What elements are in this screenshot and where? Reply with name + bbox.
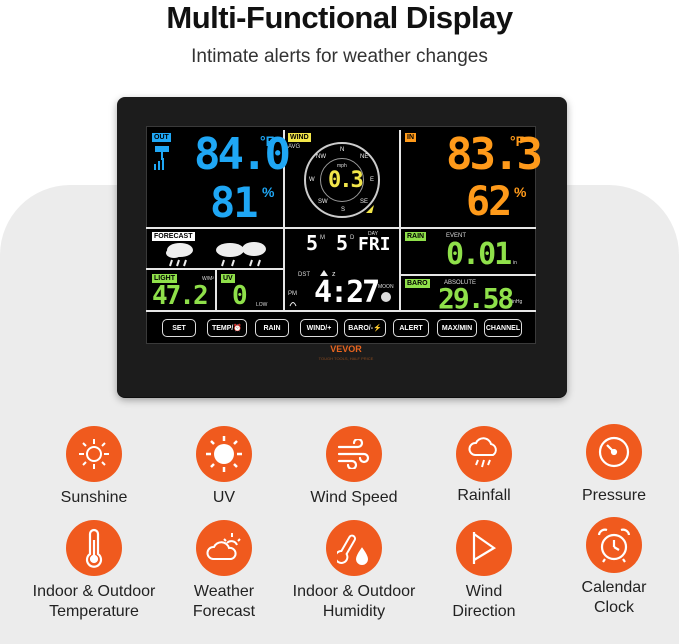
wind-direction-pointer-icon (366, 205, 374, 213)
out-temp-value: 84.0 (194, 129, 291, 180)
alarm-snooze-icon: z (320, 270, 336, 278)
rain-unit: in (513, 260, 517, 266)
channel-button[interactable]: CHANNEL (484, 319, 522, 337)
wind-speed-value: 0.3 (328, 168, 364, 193)
max-min-button[interactable]: MAX/MIN (437, 319, 477, 337)
compass-dir-s: S (341, 207, 346, 213)
in-temp-unit: °F (510, 133, 525, 149)
baro-value: 29.58 (438, 282, 514, 315)
feature-label-wind-speed: Wind Speed (310, 489, 398, 506)
compass-dir-n: N (340, 147, 345, 153)
light-unit: W/M² (202, 276, 214, 282)
rain-label: RAIN (405, 232, 427, 241)
feature-label-uv: UV (212, 489, 236, 506)
date-day-label: D (350, 235, 355, 241)
rain-event-label: EVENT (446, 233, 467, 239)
rain-value: 0.01 (446, 237, 512, 272)
wind-speed-icon (326, 426, 382, 482)
sensor-signal-icon (154, 146, 169, 170)
compass-dir-se: SE (360, 199, 369, 205)
compass-dir-e: E (370, 177, 375, 183)
light-value: 47.2 (152, 281, 209, 311)
lcd-divider-v2 (399, 130, 401, 310)
thermometer-icon (66, 520, 122, 576)
out-humidity-value: 81 (210, 178, 259, 227)
date-weekday-value: FRI (358, 234, 391, 255)
lcd-divider-h3 (400, 274, 536, 276)
wind-compass: N NE E SE S SW W NW mph 0.3 (304, 142, 380, 218)
feature-label-calendar-clock: Calendar Clock (581, 579, 647, 616)
lcd-divider-h4 (146, 310, 536, 312)
light-label: LIGHT (152, 274, 177, 283)
in-humidity-unit: % (514, 184, 527, 200)
baro-minus-button[interactable]: BARO/-⚡ (344, 319, 386, 337)
weather-forecast-icon (196, 520, 252, 576)
date-month-value: 5 (306, 231, 319, 255)
forecast-label: FORECAST (152, 232, 195, 241)
compass-dir-w: W (309, 177, 315, 183)
feature-label-pressure: Pressure (581, 487, 647, 504)
brand-tagline: TOUGH TOOLS, HALF PRICE (318, 356, 374, 361)
brand-logo: VEVOR (330, 344, 362, 354)
clock-time-value: 4:27 (314, 275, 380, 310)
sunshine-icon (66, 426, 122, 482)
feature-label-humidity: Indoor & Outdoor Humidity (292, 583, 416, 620)
alarm-clock-icon (586, 517, 642, 573)
date-weekday-label: DAY (368, 231, 378, 237)
uv-level: LOW (256, 302, 268, 308)
clock-dst-label: DST (298, 272, 310, 278)
uv-value: 0 (232, 281, 248, 311)
compass-dir-ne: NE (360, 154, 369, 160)
lcd-divider-v3 (215, 269, 217, 311)
in-label: IN (405, 133, 416, 142)
feature-label-wind-direction: Wind Direction (452, 583, 516, 620)
date-day-value: 5 (336, 231, 349, 255)
rain-button[interactable]: RAIN (255, 319, 289, 337)
alert-button[interactable]: ALERT (393, 319, 429, 337)
date-month-label: M (320, 235, 325, 241)
baro-unit: inHg (512, 299, 523, 305)
out-label: OUT (152, 133, 171, 142)
wind-plus-button[interactable]: WIND/+ (300, 319, 338, 337)
compass-dir-sw: SW (318, 199, 328, 205)
uv-label: UV (221, 274, 235, 283)
in-temp-value: 83.3 (446, 129, 543, 180)
in-humidity-value: 62 (466, 179, 512, 225)
rainfall-icon (456, 426, 512, 482)
feature-label-weather-forecast: Weather Forecast (192, 583, 256, 620)
radio-signal-icon (289, 302, 297, 307)
baro-absolute-label: ABSOLUTE (444, 280, 477, 286)
uv-icon (196, 426, 252, 482)
moon-label: MOON (378, 284, 394, 290)
baro-label: BARO (405, 279, 430, 288)
set-button[interactable]: SET (162, 319, 196, 337)
wind-avg-label: AVG (288, 144, 301, 150)
page-title: Multi-Functional Display (166, 0, 513, 35)
lcd-divider-h1 (146, 227, 536, 229)
forecast-rain-cloud-icon (166, 242, 266, 267)
wind-speed-unit: mph (337, 163, 347, 169)
svg-text:z: z (332, 271, 336, 278)
temp-alarm-button[interactable]: TEMP/⏰ (207, 319, 247, 337)
out-humidity-unit: % (262, 184, 275, 200)
wind-direction-icon (456, 520, 512, 576)
wind-label: WIND (288, 133, 311, 142)
humidity-icon (326, 520, 382, 576)
feature-label-rainfall: Rainfall (457, 487, 511, 504)
feature-label-sunshine: Sunshine (60, 489, 128, 506)
clock-pm-label: PM (288, 291, 297, 297)
compass-dir-nw: NW (316, 154, 326, 160)
feature-label-temperature: Indoor & Outdoor Temperature (32, 583, 156, 620)
compass-inner-ring (320, 158, 364, 202)
lcd-divider-v1 (283, 130, 285, 310)
page-subtitle: Intimate alerts for weather changes (191, 46, 488, 67)
pressure-icon (586, 424, 642, 480)
out-temp-unit: °F (260, 133, 275, 149)
moon-phase-icon (381, 292, 391, 302)
